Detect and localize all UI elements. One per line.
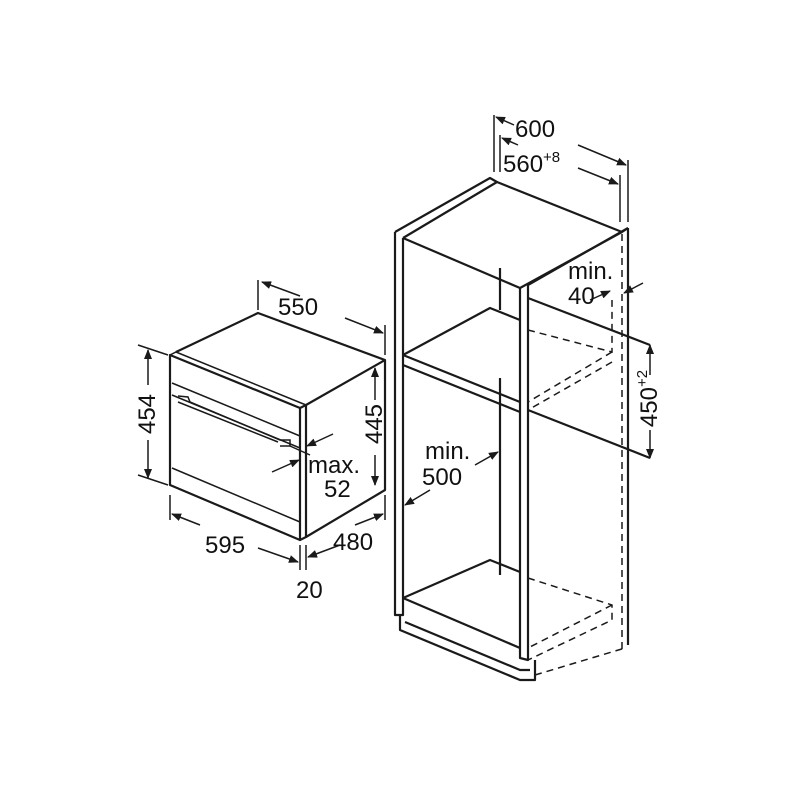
cabinet-width-inner-tolerance: +8 [543,149,561,166]
cabinet-depth-value: 500 [422,464,463,491]
niche-height-label: 450+2 [634,369,664,428]
rear-gap-label: min. [568,258,614,285]
oven-dimension-lines [137,280,386,570]
cabinet-width-outer-label: 600 [515,116,556,143]
handle-max-label: max. [308,452,361,479]
oven-width-total-label: 595 [205,532,246,559]
niche-height-value: 450 [636,387,664,428]
oven-height-body-label: 445 [361,403,389,445]
cabinet-width-inner-value: 560 [503,151,544,178]
oven-drawing [168,311,387,542]
oven-depth-label: 480 [333,529,374,556]
oven-height-total-label: 454 [134,393,162,435]
cabinet-depth-label: min. [425,438,471,465]
niche-height-tolerance: +2 [634,369,652,388]
cabinet-width-inner-label: 560+8 [503,150,560,177]
cabinet-drawing [393,176,651,682]
oven-width-body-label: 550 [278,294,319,321]
cabinet-dimension-lines [404,115,654,506]
rear-gap-value: 40 [568,283,595,310]
handle-max-value: 52 [324,476,351,503]
panel-thickness-label: 20 [296,577,323,604]
